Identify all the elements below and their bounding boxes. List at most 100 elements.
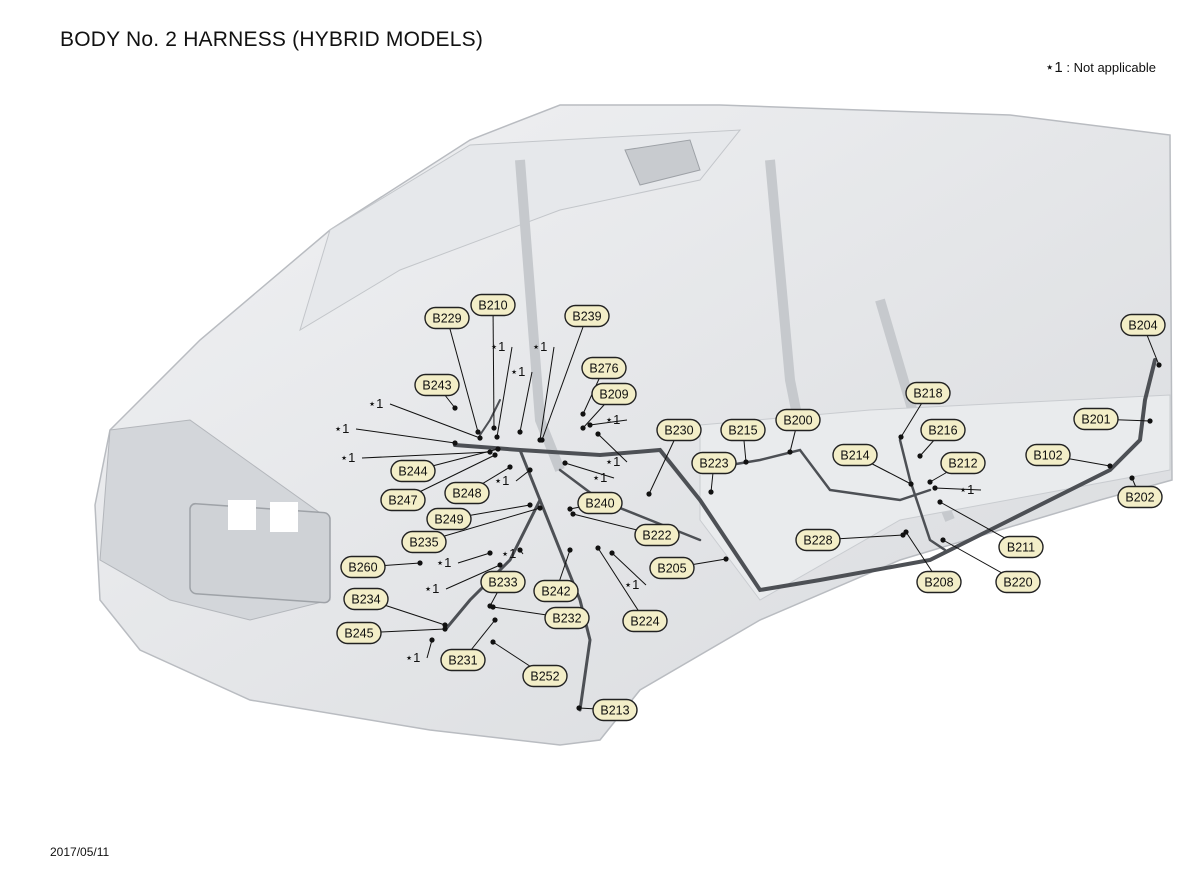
connector-point — [490, 639, 496, 645]
star-leader-line — [389, 403, 481, 439]
star-connector-point — [537, 437, 543, 443]
callout-badge — [533, 579, 579, 603]
not-applicable-markers: ⋆1⋆1⋆1⋆1⋆1⋆1⋆1⋆1⋆1⋆1⋆1⋆1⋆1⋆1⋆1⋆1 — [334, 339, 974, 665]
callout-text: B211 — [1007, 541, 1035, 555]
callout-badge — [343, 587, 389, 611]
callout-badge — [592, 698, 638, 722]
callout-badge — [775, 408, 821, 432]
callout-text: B213 — [600, 704, 629, 718]
star-leader-line — [457, 552, 491, 564]
not-applicable-marker: ⋆1 — [405, 650, 420, 665]
callout-text: B202 — [1125, 491, 1154, 505]
star-leader-line — [564, 462, 615, 479]
connector-point — [1107, 463, 1113, 469]
star-leader-line — [496, 346, 513, 438]
connector-label-b220: B220 — [995, 570, 1041, 594]
callout-badge — [522, 664, 568, 688]
connector-label-b233: B233 — [480, 570, 526, 594]
callout-badge — [390, 459, 436, 483]
callout-text: B204 — [1128, 319, 1157, 333]
connector-point — [898, 434, 904, 440]
connector-label-b205: B205 — [649, 556, 695, 580]
callout-badge — [995, 570, 1041, 594]
connector-point — [576, 705, 582, 711]
connector-point — [1129, 475, 1135, 481]
star-connector-point — [487, 449, 493, 455]
not-applicable-marker: ⋆1 — [532, 339, 547, 354]
note-separator: : — [1066, 60, 1074, 75]
callout-badge — [795, 528, 841, 552]
star-leader-line — [597, 433, 628, 463]
star-connector-point — [609, 550, 615, 556]
callout-text: B208 — [924, 576, 953, 590]
not-applicable-marker: ⋆1 — [340, 450, 355, 465]
callout-badge — [998, 535, 1044, 559]
callout-badge — [444, 481, 490, 505]
connector-point — [787, 449, 793, 455]
connector-label-b200: B200 — [775, 408, 821, 432]
connector-label-b224: B224 — [622, 609, 668, 633]
not-applicable-marker: ⋆1 — [334, 421, 349, 436]
star-leader-line — [361, 451, 491, 459]
star-connector-point — [517, 429, 523, 435]
page-title: BODY No. 2 HARNESS (HYBRID MODELS) — [60, 28, 484, 51]
connector-point — [1147, 418, 1153, 424]
connector-point — [903, 529, 909, 535]
star-leader-line — [426, 639, 433, 659]
star-connector-point — [494, 434, 500, 440]
callout-text: B245 — [344, 627, 373, 641]
callout-text: B244 — [398, 465, 427, 479]
callout-text: B234 — [351, 593, 380, 607]
callout-badge — [336, 621, 382, 645]
connector-label-b218: B218 — [905, 381, 951, 405]
star-leader-line — [515, 469, 531, 482]
callout-text: B222 — [642, 529, 671, 543]
connector-label-b212: B212 — [940, 451, 986, 475]
connector-point — [490, 604, 496, 610]
document-date: 2017/05/11 — [50, 845, 110, 859]
star-connector-point — [497, 562, 503, 568]
callout-text: B200 — [783, 414, 812, 428]
callout-badge — [470, 293, 516, 317]
not-applicable-marker: ⋆1 — [605, 412, 620, 427]
connector-label-b239: B239 — [564, 304, 610, 328]
star-leader-line — [589, 419, 628, 426]
connector-point — [595, 545, 601, 551]
connector-label-b223: B223 — [691, 451, 737, 475]
callout-text: B276 — [589, 362, 618, 376]
callout-text: B224 — [630, 615, 659, 629]
connector-label-b215: B215 — [720, 418, 766, 442]
connector-label-b249: B249 — [426, 507, 472, 531]
connector-label-b252: B252 — [522, 664, 568, 688]
connector-point — [646, 491, 652, 497]
connector-point — [908, 481, 914, 487]
connector-point — [937, 499, 943, 505]
callout-text: B214 — [840, 449, 869, 463]
connector-label-b276: B276 — [581, 356, 627, 380]
star-leader-line — [519, 371, 533, 433]
connector-label-b213: B213 — [592, 698, 638, 722]
connector-point — [708, 489, 714, 495]
callout-text: B235 — [409, 536, 438, 550]
connector-label-b231: B231 — [440, 648, 486, 672]
callout-text: B216 — [928, 424, 957, 438]
callout-badge — [1073, 407, 1119, 431]
star-connector-point — [527, 467, 533, 473]
connector-point — [452, 405, 458, 411]
connector-point — [743, 459, 749, 465]
callout-badge — [564, 304, 610, 328]
connector-label-b202: B202 — [1117, 485, 1163, 509]
star-connector-point — [517, 547, 523, 553]
callout-badge — [380, 488, 426, 512]
callout-text: B209 — [599, 388, 628, 402]
connector-label-b214: B214 — [832, 443, 878, 467]
connector-label-b230: B230 — [656, 418, 702, 442]
connector-point — [580, 411, 586, 417]
callout-text: B233 — [488, 576, 517, 590]
star-connector-point — [477, 435, 483, 441]
not-applicable-marker: ⋆1 — [368, 396, 383, 411]
callout-text: B102 — [1033, 449, 1062, 463]
connector-point — [442, 622, 448, 628]
not-applicable-marker: ⋆1 — [592, 470, 607, 485]
not-applicable-marker: ⋆1 — [624, 577, 639, 592]
